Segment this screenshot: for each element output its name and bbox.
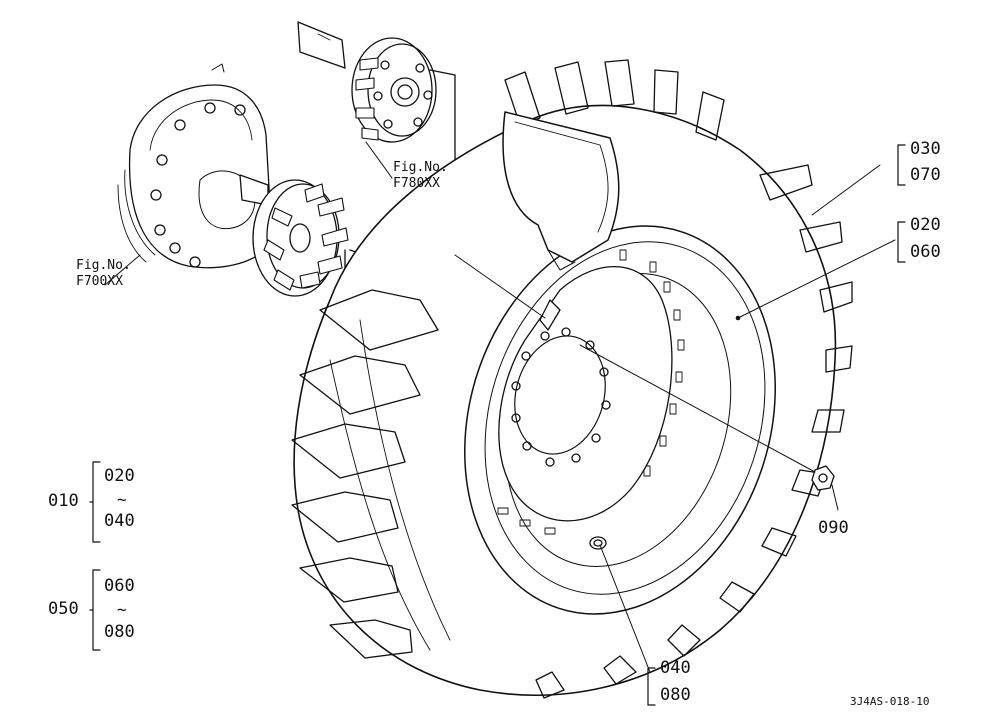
upper-hub (351, 37, 456, 256)
fig-ref-label: Fig.No. (76, 258, 131, 273)
group-to: 080 (104, 622, 135, 642)
callout-030: 030 (910, 139, 941, 159)
fig-ref-f780: Fig.No. F780XX (393, 160, 448, 193)
valve (589, 536, 607, 550)
left-hub-flange (252, 179, 349, 297)
group-sep: ~ (117, 490, 127, 509)
callout-080: 080 (660, 685, 691, 705)
group-parent: 010 (48, 491, 79, 511)
final-drive-housing (117, 63, 273, 269)
fig-ref-label: Fig.No. (393, 160, 448, 175)
callout-040: 040 (660, 658, 691, 678)
drawing-code: 3J4AS-018-10 (850, 695, 930, 708)
wheel-nut (811, 465, 835, 491)
callout-020: 020 (910, 215, 941, 235)
callout-070: 070 (910, 165, 941, 185)
group-sep: ~ (117, 600, 127, 619)
fig-ref-code: F780XX (393, 176, 440, 192)
group-to: 040 (104, 511, 135, 531)
fig-ref-f700: Fig.No. F700XX (76, 258, 131, 291)
fig-ref-code: F700XX (76, 274, 123, 290)
group-parent: 050 (48, 599, 79, 619)
center-disc (498, 266, 673, 522)
callout-060: 060 (910, 242, 941, 262)
leader-lines (104, 141, 896, 673)
group-from: 020 (104, 466, 135, 486)
callout-090: 090 (818, 518, 849, 538)
tire-section-cutaway (502, 111, 620, 271)
callout-brackets (89, 144, 906, 706)
group-from: 060 (104, 576, 135, 596)
